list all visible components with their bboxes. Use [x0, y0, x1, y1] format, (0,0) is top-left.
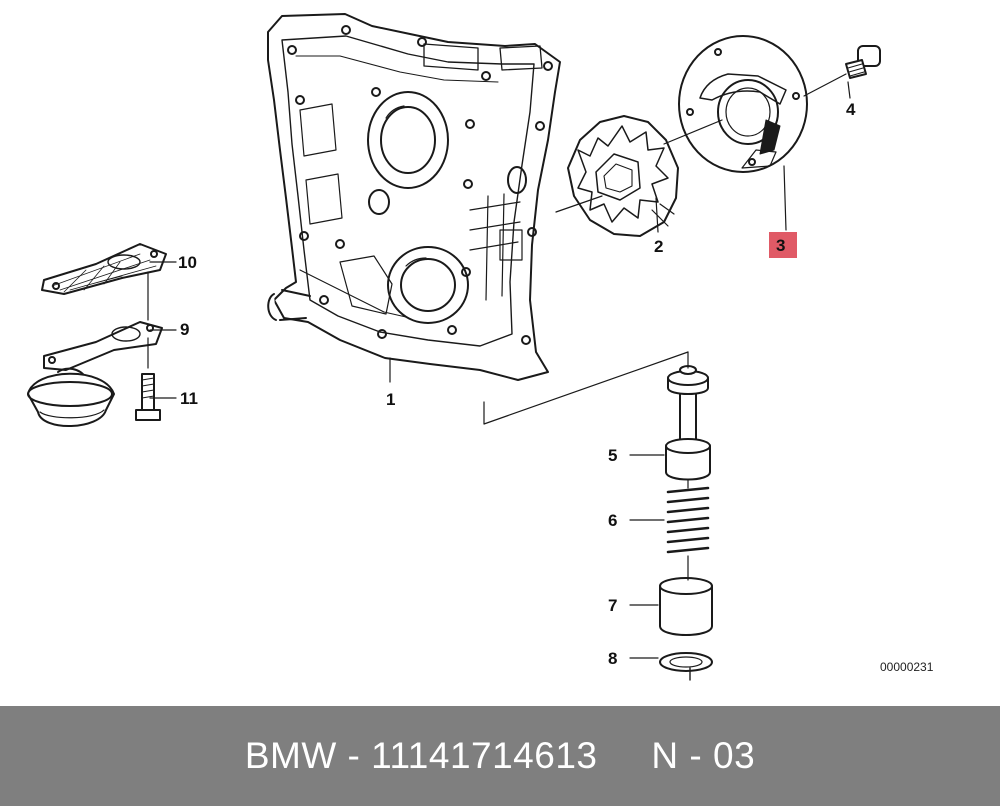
footer-part-number: BMW - 11141714613 N - 03: [244, 735, 756, 776]
callout-2: 2: [654, 237, 663, 256]
exploded-parts-diagram: 1 2 3 4 5 6 7 8 9 10 11 00000231: [27, 13, 934, 681]
leader-lines: [147, 73, 851, 659]
callout-11: 11: [180, 389, 198, 408]
diagram-canvas: 1 2 3 4 5 6 7 8 9 10 11 00000231: [27, 13, 934, 681]
cover-bolt: [845, 45, 881, 79]
pickup-tube-assembly: [27, 243, 167, 427]
highlight-box: [769, 232, 797, 258]
callout-1: 1: [386, 390, 395, 409]
callout-8: 8: [608, 649, 617, 668]
pressure-relief-valve-stack: [659, 365, 713, 681]
callout-9: 9: [180, 320, 189, 339]
part-number-footer: BMW - 11141714613 N - 03: [0, 706, 1000, 806]
timing-case-cover: [267, 13, 561, 381]
diagram-reference-number: 00000231: [880, 660, 934, 674]
callout-10: 10: [178, 253, 197, 272]
callout-4: 4: [846, 100, 856, 119]
callout-7: 7: [608, 596, 617, 615]
oil-pump-cover-plate: [678, 35, 808, 173]
callout-5: 5: [608, 446, 617, 465]
callout-3: 3: [776, 236, 785, 255]
oil-pump-inner-rotor: [567, 115, 679, 237]
callout-6: 6: [608, 511, 617, 530]
